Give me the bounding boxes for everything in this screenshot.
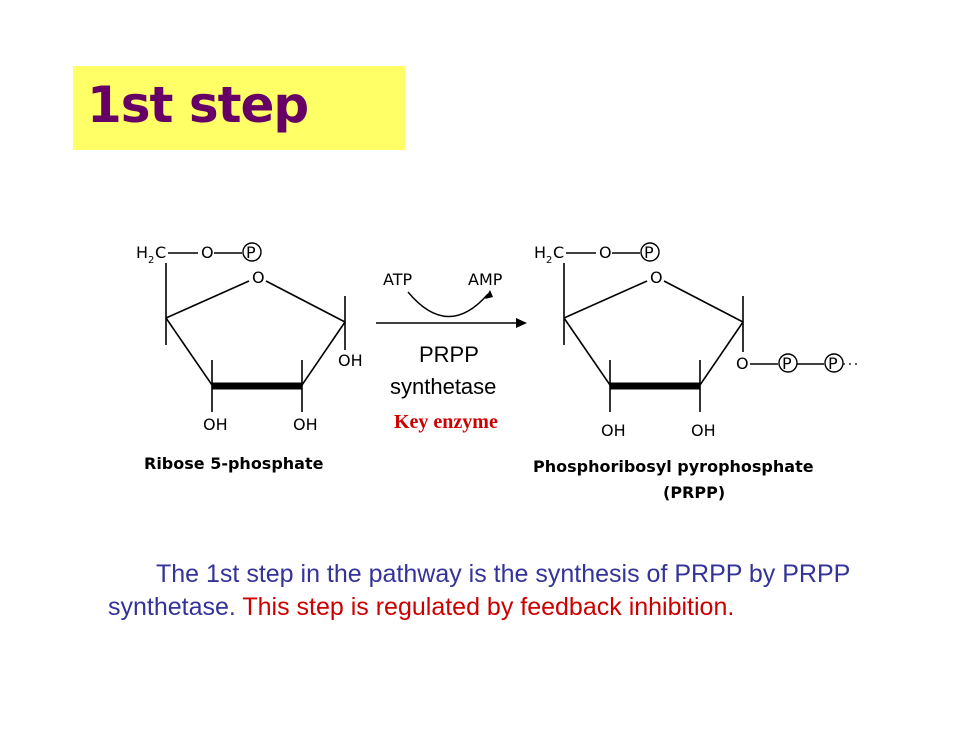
reactant-oh-right-label: OH	[338, 351, 363, 370]
cofactor-arrowhead	[485, 290, 493, 299]
title-banner: 1st step	[73, 66, 405, 150]
product-phosphate-circle	[640, 242, 660, 262]
reactant-structure: H 2 C O P O OH OH OH Ribose 5-phosphate	[136, 242, 363, 473]
key-enzyme-label: Key enzyme	[394, 411, 498, 433]
product-p-label: P	[644, 243, 654, 262]
reactant-ring-bond-3	[165, 317, 213, 386]
product-oh-bottom-right-label: OH	[691, 421, 716, 440]
body-blue-text: The 1st step in the pathway is the synth…	[108, 560, 850, 621]
reactant-ring-o-label: O	[252, 268, 265, 287]
product-o-right-label: O	[736, 354, 749, 373]
reactant-phosphate-circle	[242, 242, 262, 262]
product-oh-bottom-left-label: OH	[601, 421, 626, 440]
body-red-text: This step is regulated by feedback inhib…	[242, 593, 735, 621]
reactant-h-label: H	[136, 243, 148, 262]
cofactor-curve-arrow	[407, 291, 489, 318]
product-p3-label: P	[828, 354, 838, 373]
amp-label: AMP	[468, 270, 503, 289]
reaction-arrow-group: ATP AMP PRPP synthetase Key enzyme	[376, 270, 527, 433]
product-ring-bond-2	[663, 280, 744, 323]
product-p2-label: P	[782, 354, 792, 373]
product-abbrev-label: (PRPP)	[663, 483, 725, 502]
product-ring-bond-3	[563, 317, 611, 386]
reactant-c-label: C	[155, 243, 166, 262]
reactant-ring-bond-1	[165, 280, 250, 319]
product-h-label: H	[534, 243, 546, 262]
slide-title: 1st step	[87, 76, 309, 134]
product-o-link-label: O	[599, 243, 612, 262]
product-phosphate3-circle	[824, 353, 844, 373]
product-name-label: Phosphoribosyl pyrophosphate	[533, 457, 814, 476]
reactant-oh-bottom-left-label: OH	[203, 415, 228, 434]
enzyme-line2-label: synthetase	[390, 374, 496, 399]
reactant-o-link-label: O	[201, 243, 214, 262]
reactant-p-label: P	[246, 243, 256, 262]
body-paragraph: The 1st step in the pathway is the synth…	[108, 558, 888, 624]
reactant-ring-bond-4	[301, 321, 346, 386]
reactant-name-label: Ribose 5-phosphate	[144, 454, 324, 473]
reactant-ring-bond-2	[265, 280, 346, 323]
product-sub2-label: 2	[546, 255, 552, 266]
reactant-oh-bottom-right-label: OH	[293, 415, 318, 434]
reactant-sub2-label: 2	[148, 255, 154, 266]
product-ring-bond-4	[699, 321, 744, 386]
product-ring-o-label: O	[650, 268, 663, 287]
enzyme-line1-label: PRPP	[419, 342, 479, 367]
product-phosphate2-circle	[778, 353, 798, 373]
product-ring-bond-1	[563, 280, 648, 319]
product-structure: H 2 C O P O O P P OH OH Phosphoribosyl p…	[533, 242, 858, 502]
atp-label: ATP	[383, 270, 412, 289]
product-c-label: C	[553, 243, 564, 262]
main-arrowhead	[516, 318, 527, 328]
